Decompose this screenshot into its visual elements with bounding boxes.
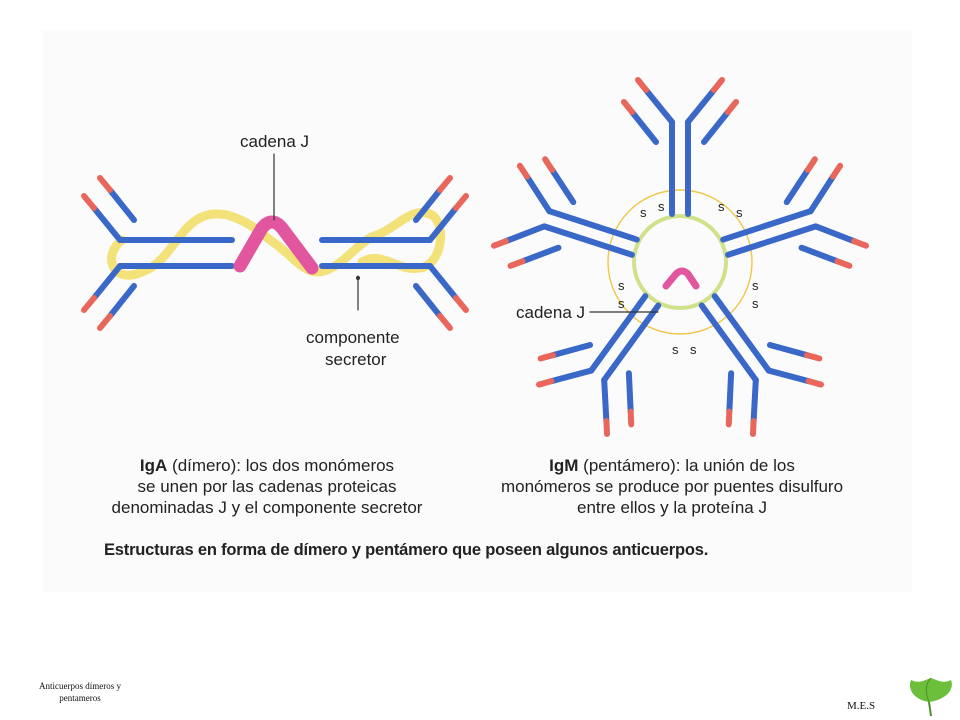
iga-label-j: cadena J xyxy=(240,132,309,151)
iga-dimer: cadena J componente secretor xyxy=(81,132,469,369)
light-chain-tip xyxy=(851,238,870,249)
light-chain xyxy=(625,370,634,415)
disulfide-s-8: s xyxy=(752,296,759,311)
light-chain-tip xyxy=(711,77,725,93)
igm-caption-line2: monómeros se produce por puentes disulfu… xyxy=(500,477,844,496)
igm-caption-line3: entre ellos y la proteína J xyxy=(577,498,767,517)
light-chain xyxy=(549,341,594,359)
heavy-chain-arm xyxy=(807,173,837,215)
footer-author: M.E.S xyxy=(847,700,876,712)
heavy-chain xyxy=(720,208,814,243)
igm-disulfide-labels: s s s s s s s s s s xyxy=(618,199,759,357)
heavy-chain xyxy=(541,223,635,258)
light-chain-tip xyxy=(542,156,556,173)
heavy-chain xyxy=(725,223,819,258)
heavy-chain-arm xyxy=(685,87,717,125)
igm-monomer-2 xyxy=(720,156,870,269)
igm-monomers xyxy=(490,77,870,437)
figure-caption: Estructuras en forma de dímero y pentáme… xyxy=(104,541,709,559)
heavy-chain-arm xyxy=(750,376,759,425)
heavy-chain-arm xyxy=(643,87,675,125)
disulfide-s-6: s xyxy=(618,296,625,311)
light-chain-tip xyxy=(627,408,635,428)
light-chain xyxy=(783,166,811,206)
heavy-chain-arm xyxy=(601,376,610,425)
light-chain-tip xyxy=(490,238,509,249)
light-chain-tip xyxy=(805,378,824,388)
iga-caption-line3: denominadas J y el componente secretor xyxy=(111,498,423,517)
heavy-chain-arm xyxy=(765,367,812,385)
light-chain-tip xyxy=(725,408,733,428)
igm-monomer-4 xyxy=(536,293,662,437)
disulfide-s-9: s xyxy=(672,342,679,357)
disulfide-s-2: s xyxy=(658,199,665,214)
light-chain-tip xyxy=(516,162,530,180)
igm-inner-ring xyxy=(632,214,728,310)
disulfide-s-4: s xyxy=(736,205,743,220)
heavy-chain-arm xyxy=(502,223,548,245)
heavy-chain xyxy=(601,302,662,383)
light-chain xyxy=(629,109,659,145)
secretory-component xyxy=(107,208,445,280)
igm-disulfide-ring-outer xyxy=(607,189,753,335)
light-chain-tip xyxy=(804,156,818,173)
iga-caption-bold: IgA xyxy=(139,456,168,475)
disulfide-s-1: s xyxy=(640,205,647,220)
light-chain xyxy=(726,370,735,415)
iga-j-chain xyxy=(233,215,319,275)
iga-label-secretory-2: secretor xyxy=(325,350,387,369)
light-chain xyxy=(549,166,577,206)
light-chain-tip xyxy=(635,77,649,93)
disulfide-s-5: s xyxy=(618,278,625,293)
light-chain-tip xyxy=(621,99,635,115)
heavy-chain-arm xyxy=(548,367,595,385)
igm-pentamer: s s s s s s s s s s cadena J xyxy=(490,77,870,437)
igm-monomer-3 xyxy=(698,293,824,437)
antibody-diagram: cadena J componente secretor s s s s s s… xyxy=(81,77,870,437)
iga-label-secretory-dot xyxy=(356,276,360,280)
heavy-chain xyxy=(546,208,640,243)
igm-caption-bold: IgM xyxy=(549,456,579,475)
disulfide-s-3: s xyxy=(718,199,725,214)
disulfide-s-7: s xyxy=(752,278,759,293)
disulfide-s-10: s xyxy=(690,342,697,357)
light-chain-tip xyxy=(725,99,739,115)
footer-slide-title: Anticuerpos dímeros y pentameros xyxy=(39,681,121,703)
ginkgo-leaf-icon xyxy=(909,677,952,717)
igm-monomer-1 xyxy=(621,77,739,217)
light-chain-tip xyxy=(830,162,844,180)
igm-caption-line1: (pentámero): la unión de los xyxy=(578,456,795,475)
heavy-chain-arm xyxy=(812,223,858,245)
igm-label-j: cadena J xyxy=(516,303,585,322)
light-chain-tip xyxy=(536,378,555,388)
heavy-chain xyxy=(588,293,649,374)
igm-monomer-5 xyxy=(490,156,640,269)
iga-monomer-right xyxy=(319,175,469,331)
light-chain-tip xyxy=(537,352,556,362)
iga-caption-line1: (dímero): los dos monómeros xyxy=(167,456,395,475)
heavy-chain xyxy=(698,302,759,383)
heavy-chain xyxy=(711,293,772,374)
light-chain xyxy=(519,244,562,265)
igm-j-chain xyxy=(662,267,700,290)
light-chain-tip xyxy=(749,418,757,437)
igm-caption: IgM (pentámero): la unión de los monómer… xyxy=(467,455,877,518)
light-chain-tip xyxy=(507,258,526,269)
light-chain-tip xyxy=(804,352,823,362)
iga-label-secretory-1: componente xyxy=(306,328,400,347)
light-chain-tip xyxy=(603,418,611,437)
light-chain-tip xyxy=(834,258,853,269)
figure-panel: cadena J componente secretor s s s s s s… xyxy=(42,30,912,592)
iga-monomer-left xyxy=(81,175,235,331)
light-chain xyxy=(766,341,811,359)
light-chain xyxy=(798,244,841,265)
heavy-chain-arm xyxy=(523,173,553,215)
iga-caption: IgA (dímero): los dos monómeros se unen … xyxy=(87,455,447,518)
iga-caption-line2: se unen por las cadenas proteicas xyxy=(137,477,397,496)
light-chain xyxy=(701,109,731,145)
